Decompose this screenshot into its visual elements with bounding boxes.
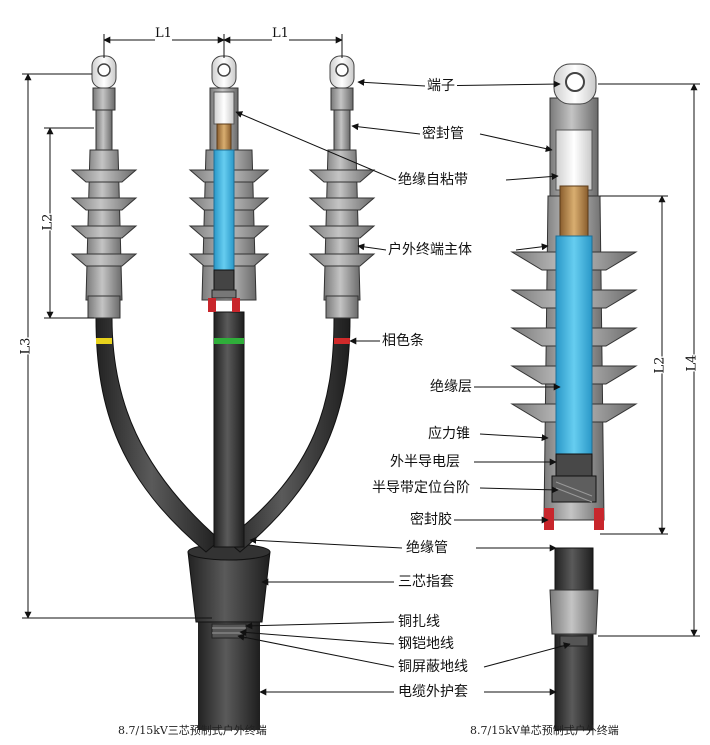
phase-strip-yellow	[96, 338, 112, 344]
insulator-right	[308, 87, 376, 319]
cable-leg-right	[225, 317, 351, 553]
dim-l3: L3	[18, 337, 35, 355]
terminal-lug-single	[553, 63, 597, 105]
label-three-core-sleeve: 三芯指套	[396, 573, 456, 591]
label-terminal: 端子	[425, 77, 457, 95]
leader-lines	[235, 78, 571, 696]
dim-l1-right: L1	[272, 26, 289, 42]
phase-strip-red	[334, 338, 350, 344]
label-stress-cone: 应力锥	[426, 425, 472, 443]
label-sealant: 密封胶	[408, 511, 454, 529]
label-outdoor-body: 户外终端主体	[386, 241, 474, 259]
label-semicon-step: 半导带定位台阶	[370, 479, 472, 497]
conductor-copper	[559, 185, 589, 237]
label-insulation-layer: 绝缘层	[428, 378, 474, 396]
sealant-red-right	[594, 508, 604, 530]
insulator-center-cutaway	[188, 87, 270, 312]
three-core-sleeve	[187, 551, 271, 623]
cable-leg-center	[213, 311, 245, 548]
label-self-adhesive-tape: 绝缘自粘带	[396, 171, 470, 189]
label-insulation-tube: 绝缘管	[404, 539, 450, 557]
label-seal-tube: 密封管	[420, 125, 466, 143]
single-core-termination	[510, 63, 638, 731]
dim-l2-right: L2	[652, 356, 669, 374]
dim-l4: L4	[684, 354, 701, 372]
three-core-termination	[70, 55, 376, 730]
terminal-lug-right	[329, 55, 355, 89]
insulation-blue	[555, 235, 593, 455]
label-cable-jacket: 电缆外护套	[396, 683, 470, 701]
copper-binding-band	[211, 623, 247, 639]
caption-three-core: 8.7/15kV三芯预制式户外终端	[118, 724, 267, 737]
caption-single-core: 8.7/15kV单芯预制式户外终端	[470, 724, 619, 737]
dim-l1-left: L1	[155, 26, 172, 42]
label-shield-ground-wire: 铜屏蔽地线	[396, 658, 470, 676]
terminal-lug-left	[91, 55, 117, 89]
label-armor-ground-wire: 钢铠地线	[396, 635, 456, 653]
label-copper-binding-wire: 铜扎线	[396, 613, 442, 631]
phase-strip-green	[214, 338, 244, 344]
terminal-lug-center	[211, 55, 237, 89]
cable-leg-left	[95, 317, 221, 553]
sealant-red-left	[544, 508, 554, 530]
label-outer-semicon: 外半导电层	[388, 453, 462, 471]
insulator-left	[70, 87, 138, 319]
dim-l2-left: L2	[40, 213, 57, 231]
label-phase-strip: 相色条	[380, 332, 426, 350]
